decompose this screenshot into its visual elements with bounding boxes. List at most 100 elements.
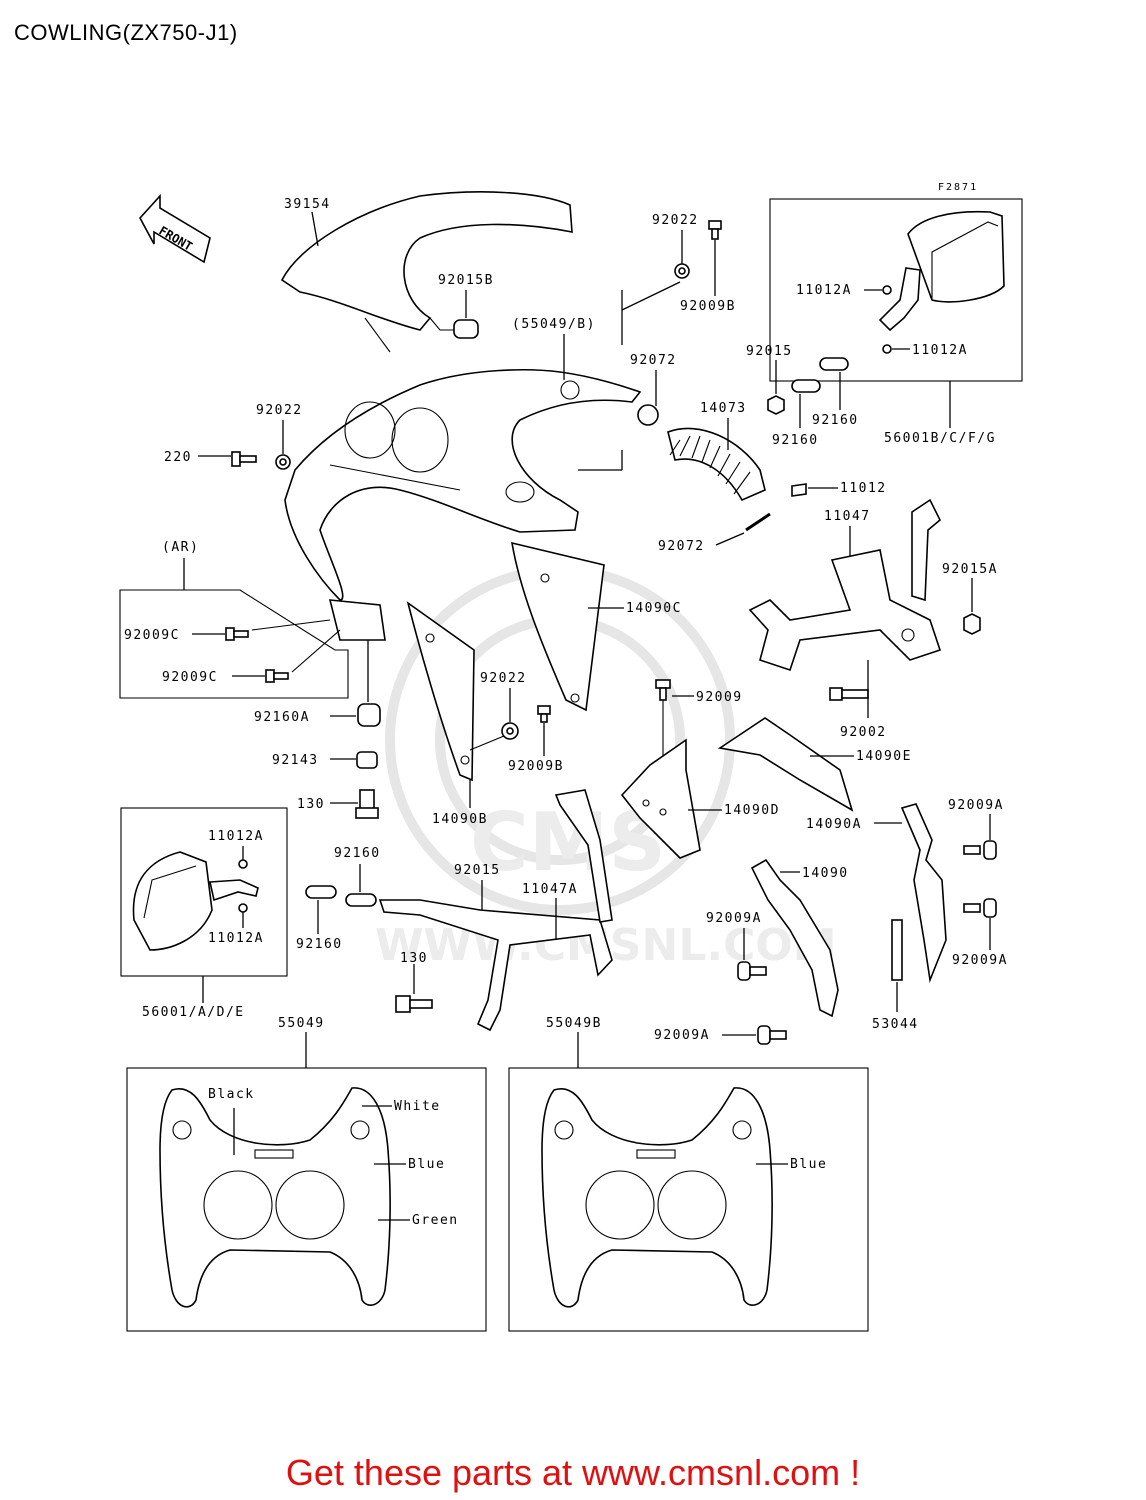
label-130-b: 130 bbox=[400, 951, 428, 966]
part-92160-r1 bbox=[819, 357, 849, 371]
part-130-a-bolt bbox=[355, 789, 379, 819]
ar-box bbox=[119, 589, 349, 699]
label-92015A: 92015A bbox=[942, 562, 998, 577]
label-92009C-1: 92009C bbox=[124, 628, 180, 643]
part-11012 bbox=[791, 483, 807, 497]
part-92015-nut bbox=[767, 395, 785, 415]
callout-green: Green bbox=[412, 1213, 459, 1228]
label-14090A: 14090A bbox=[806, 817, 862, 832]
label-130-a: 130 bbox=[297, 797, 325, 812]
label-92009A-r1: 92009A bbox=[948, 798, 1004, 813]
callout-blue-left: Blue bbox=[408, 1157, 445, 1172]
part-53044-strip bbox=[891, 919, 903, 981]
part-92022-top bbox=[674, 263, 690, 279]
label-92160-l1: 92160 bbox=[296, 937, 343, 952]
label-11047A: 11047A bbox=[522, 882, 578, 897]
front-arrow-icon: FRONT bbox=[139, 193, 211, 264]
label-92160-r2: 92160 bbox=[772, 433, 819, 448]
part-55049-cowling bbox=[284, 369, 642, 641]
label-55049B-paren: (55049/B) bbox=[512, 317, 596, 332]
label-14090C: 14090C bbox=[626, 601, 682, 616]
label-92009C-2: 92009C bbox=[162, 670, 218, 685]
parts-diagram: CMS WWW.CMSNL.COM FRONT F2871 39154 9202… bbox=[119, 182, 1023, 1332]
callout-black: Black bbox=[208, 1087, 255, 1102]
label-14090D: 14090D bbox=[724, 803, 780, 818]
part-14090 bbox=[750, 858, 839, 1018]
label-92022-low: 92022 bbox=[480, 671, 527, 686]
part-92009A-bot bbox=[757, 1025, 787, 1045]
label-14090B: 14090B bbox=[432, 812, 488, 827]
label-92002: 92002 bbox=[840, 725, 887, 740]
label-92009A-bot: 92009A bbox=[654, 1028, 710, 1043]
label-55049: 55049 bbox=[278, 1016, 325, 1031]
variant-55049B bbox=[508, 1067, 869, 1332]
part-92022-low bbox=[501, 722, 519, 740]
part-11047-bracket bbox=[748, 498, 942, 672]
part-92009A-mid bbox=[737, 961, 767, 981]
part-92002-bolt bbox=[829, 687, 869, 701]
label-14073: 14073 bbox=[700, 401, 747, 416]
part-92160-r2 bbox=[791, 379, 821, 393]
label-11012A-r1: 11012A bbox=[796, 283, 852, 298]
figure-code: F2871 bbox=[938, 182, 978, 193]
part-92160-l1 bbox=[305, 885, 337, 899]
label-14090E: 14090E bbox=[856, 749, 912, 764]
label-92143: 92143 bbox=[272, 753, 319, 768]
label-92009B-top: 92009B bbox=[680, 299, 736, 314]
part-92009A-r2 bbox=[963, 898, 997, 918]
part-14090A bbox=[900, 803, 947, 984]
part-92160A bbox=[357, 703, 381, 727]
label-14090: 14090 bbox=[802, 866, 849, 881]
part-14090C bbox=[511, 541, 605, 712]
part-mirror-left bbox=[120, 807, 288, 977]
part-92009B-top bbox=[708, 220, 722, 240]
label-92009: 92009 bbox=[696, 690, 743, 705]
part-92009C-2 bbox=[265, 669, 289, 683]
label-92009B-low: 92009B bbox=[508, 759, 564, 774]
label-56001BCFG: 56001B/C/F/G bbox=[884, 431, 996, 446]
label-92015-left: 92015 bbox=[454, 863, 501, 878]
part-mirror-right bbox=[769, 198, 1023, 382]
part-14090B bbox=[406, 601, 475, 782]
part-92160-l2 bbox=[345, 893, 377, 907]
part-11047A-stay bbox=[378, 789, 613, 1032]
part-92143 bbox=[356, 751, 378, 769]
page-title: COWLING(ZX750-J1) bbox=[14, 20, 238, 45]
part-92015B bbox=[453, 319, 479, 339]
part-14090E bbox=[717, 717, 854, 812]
part-92022-mid bbox=[275, 454, 291, 470]
label-92160-l2: 92160 bbox=[334, 846, 381, 861]
part-130-b-bolt bbox=[395, 995, 433, 1013]
part-220-screw bbox=[231, 451, 257, 467]
label-92022-mid: 92022 bbox=[256, 403, 303, 418]
label-92072-a: 92072 bbox=[630, 353, 677, 368]
part-92009C-1 bbox=[225, 627, 249, 641]
variant-55049 bbox=[126, 1067, 487, 1332]
label-92160A: 92160A bbox=[254, 710, 310, 725]
callout-blue-right: Blue bbox=[790, 1157, 827, 1172]
label-11012A-l1: 11012A bbox=[208, 829, 264, 844]
label-53044: 53044 bbox=[872, 1017, 919, 1032]
part-92072-pin bbox=[745, 512, 771, 532]
label-11012A-r2: 11012A bbox=[912, 343, 968, 358]
label-92072-b: 92072 bbox=[658, 539, 705, 554]
label-92015B: 92015B bbox=[438, 273, 494, 288]
label-39154: 39154 bbox=[284, 197, 331, 212]
footer-link[interactable]: Get these parts at www.cmsnl.com ! bbox=[285, 1452, 861, 1493]
part-92072-clamp bbox=[637, 404, 659, 426]
part-14073-duct bbox=[667, 427, 766, 502]
callout-white: White bbox=[394, 1099, 441, 1114]
label-92015: 92015 bbox=[746, 344, 793, 359]
label-92009A-mid: 92009A bbox=[706, 911, 762, 926]
label-11047: 11047 bbox=[824, 509, 871, 524]
label-92022-top: 92022 bbox=[652, 213, 699, 228]
label-AR: (AR) bbox=[162, 540, 199, 555]
part-92009B-low bbox=[537, 705, 551, 723]
label-92160-r1: 92160 bbox=[812, 413, 859, 428]
label-55049B: 55049B bbox=[546, 1016, 602, 1031]
label-92009A-r2: 92009A bbox=[952, 953, 1008, 968]
label-11012A-l2: 11012A bbox=[208, 931, 264, 946]
label-11012: 11012 bbox=[840, 481, 887, 496]
part-39154-windshield bbox=[280, 191, 573, 353]
part-92015A bbox=[963, 613, 981, 635]
